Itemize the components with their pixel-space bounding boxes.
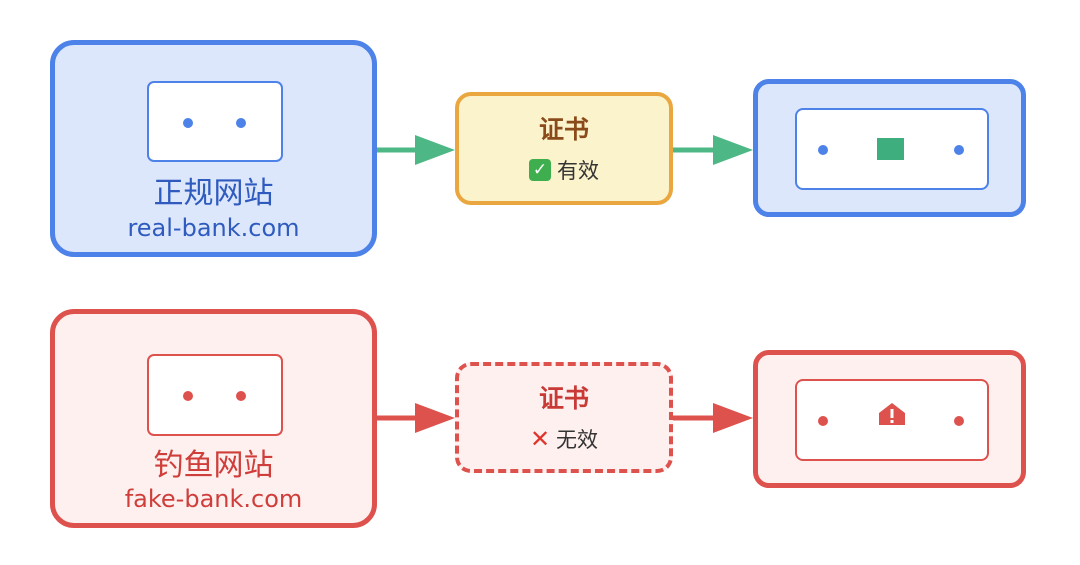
screen-dot-left <box>818 416 828 426</box>
screen-dot-left <box>818 145 828 155</box>
warning-icon <box>879 403 905 425</box>
screen-dot-right <box>954 145 964 155</box>
arrow-site-to-cert-phish <box>375 403 455 433</box>
legit-browser-box <box>753 79 1026 217</box>
device-dot-right <box>236 391 246 401</box>
legit-site-name: 正规网站 <box>153 176 274 211</box>
invalid-certificate-box: 证书 ✕ 无效 <box>455 362 673 473</box>
device-dot-left <box>183 118 193 128</box>
certificate-status-row: ✓ 有效 <box>459 155 669 185</box>
certificate-status: 有效 <box>557 159 599 183</box>
legit-site-box: 正规网站 real-bank.com <box>50 40 377 257</box>
arrow-cert-to-browser-legit <box>673 135 753 165</box>
device-icon <box>147 354 283 436</box>
certificate-title: 证书 <box>538 115 589 144</box>
browser-screen <box>795 379 989 461</box>
certificate-title: 证书 <box>538 384 589 413</box>
screen-dot-right <box>954 416 964 426</box>
phish-site-box: 钓鱼网站 fake-bank.com <box>50 309 377 528</box>
device-dot-right <box>236 118 246 128</box>
secure-square-icon <box>877 138 904 160</box>
cross-mark-icon: ✕ <box>529 425 551 453</box>
arrow-site-to-cert-legit <box>375 135 455 165</box>
legit-site-url: real-bank.com <box>127 214 300 242</box>
phish-browser-box <box>753 350 1026 488</box>
phish-site-url: fake-bank.com <box>124 485 303 513</box>
device-dot-left <box>183 391 193 401</box>
check-mark-icon: ✓ <box>529 159 551 181</box>
arrow-cert-to-browser-phish <box>673 403 753 433</box>
device-icon <box>147 81 283 162</box>
certificate-status-row: ✕ 无效 <box>459 424 669 454</box>
browser-screen <box>795 108 989 190</box>
valid-certificate-box: 证书 ✓ 有效 <box>455 92 673 205</box>
certificate-status: 无效 <box>556 428 599 452</box>
phish-site-name: 钓鱼网站 <box>153 448 274 483</box>
